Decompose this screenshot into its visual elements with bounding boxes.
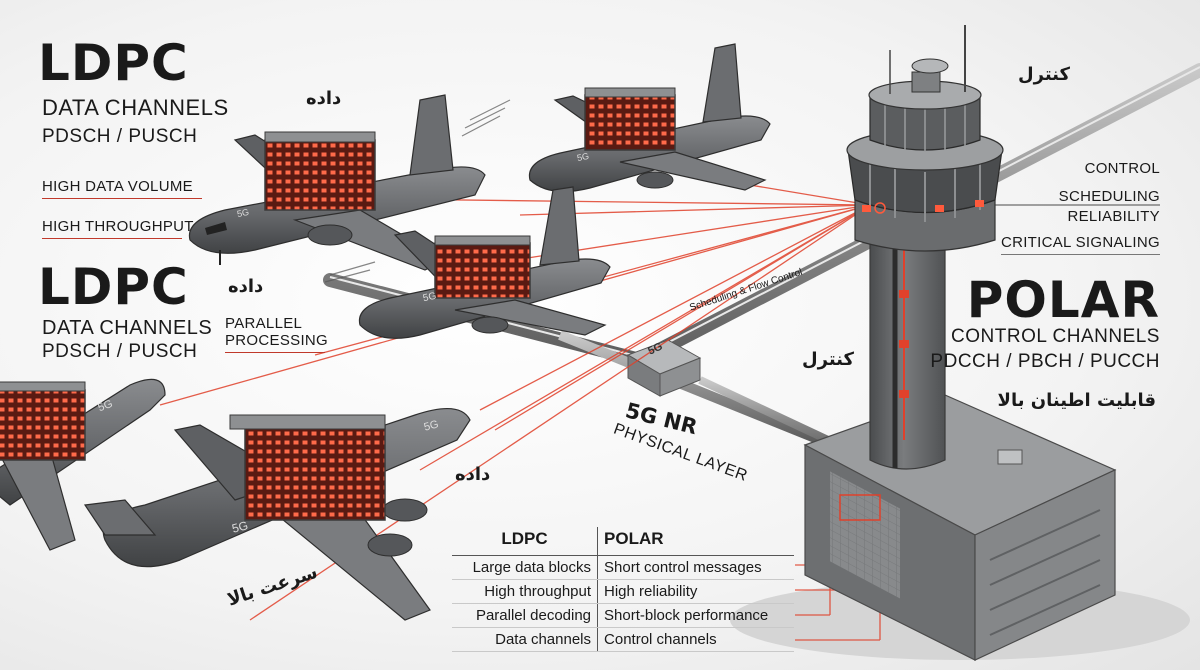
- table-cell: Parallel decoding: [452, 603, 599, 628]
- ldpc-mid-subtitle: DATA CHANNELS: [42, 317, 213, 339]
- table-header-row: LDPC POLAR: [452, 527, 794, 556]
- polar-feature-signaling: CRITICAL SIGNALING: [1000, 234, 1160, 255]
- persian-control-top: کنترل: [1018, 64, 1070, 85]
- table-cell: Short control messages: [597, 555, 794, 580]
- table-cell: Control channels: [597, 627, 794, 652]
- table-cell: Data channels: [452, 627, 599, 652]
- airplane-icon: [0, 43, 771, 621]
- table-cell: Large data blocks: [452, 555, 599, 580]
- ldpc-top-channels: PDSCH / PUSCH: [42, 126, 198, 147]
- table-row: High throughput High reliability: [452, 579, 794, 604]
- table-header-polar: POLAR: [597, 527, 794, 556]
- table-cell: Short-block performance: [597, 603, 794, 628]
- table-cell: High reliability: [597, 579, 794, 604]
- 5g-hub-icon: [626, 339, 702, 397]
- parallel-label-line1: PARALLEL: [225, 315, 303, 332]
- table-header-ldpc: LDPC: [452, 527, 599, 556]
- ldpc-top-subtitle: DATA CHANNELS: [42, 95, 229, 120]
- persian-control-mid: کنترل: [802, 349, 854, 370]
- parallel-label-line2: PROCESSING: [225, 332, 328, 353]
- ldpc-mid-title: LDPC: [38, 258, 189, 316]
- control-tower-icon: [803, 25, 1117, 661]
- polar-feature-control: CONTROL: [1084, 160, 1160, 177]
- table-cell: High throughput: [452, 579, 599, 604]
- table-row: Parallel decoding Short-block performanc…: [452, 603, 794, 628]
- ldpc-top-title: LDPC: [38, 34, 189, 92]
- polar-title: POLAR: [966, 271, 1160, 329]
- polar-feature-scheduling: SCHEDULING: [1058, 188, 1160, 205]
- ldpc-mid-channels: PDSCH / PUSCH: [42, 341, 198, 362]
- persian-data-3: داده: [455, 464, 491, 485]
- persian-data-2: داده: [228, 276, 264, 297]
- table-row: Large data blocks Short control messages: [452, 555, 794, 580]
- polar-feature-reliability: RELIABILITY: [1067, 208, 1160, 225]
- polar-subtitle: CONTROL CHANNELS: [951, 326, 1160, 347]
- ldpc-feature-volume: HIGH DATA VOLUME: [42, 178, 202, 199]
- table-row: Data channels Control channels: [452, 627, 794, 652]
- polar-channels: PDCCH / PBCH / PUCCH: [930, 351, 1160, 372]
- polar-persian-reliability: قابلیت اطینان بالا: [997, 390, 1156, 411]
- persian-data-1: داده: [306, 88, 342, 109]
- comparison-table: LDPC POLAR Large data blocks Short contr…: [452, 527, 794, 652]
- speed-lines: [324, 99, 511, 283]
- ldpc-feature-throughput: HIGH THROUGHPUT: [42, 218, 193, 239]
